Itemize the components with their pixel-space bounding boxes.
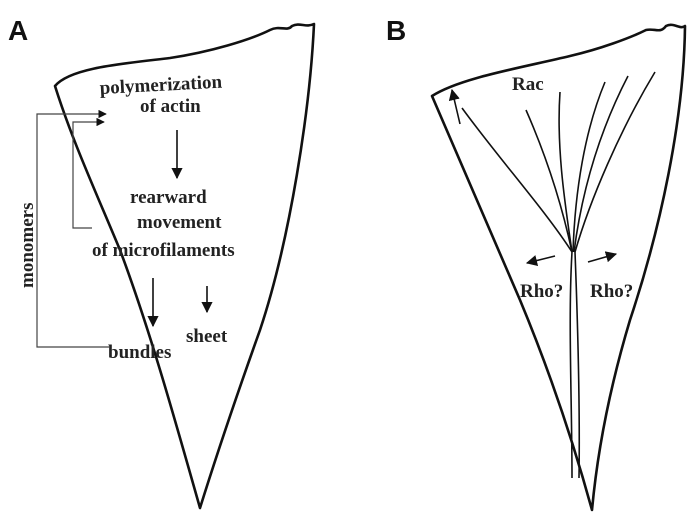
cell-outline-b <box>432 25 685 510</box>
filament-6 <box>575 72 655 252</box>
label-sheet: sheet <box>186 326 228 347</box>
label-rac: Rac <box>512 74 544 95</box>
panel-a: A polymerization of actin rearward movem… <box>8 15 314 508</box>
filament-2 <box>526 110 572 252</box>
label-bundles: bundles <box>108 342 171 363</box>
label-rearward: rearward <box>130 187 207 208</box>
filament-stem-1 <box>570 252 572 478</box>
arrow-rho-right <box>588 254 616 262</box>
arrow-rho-left <box>527 256 555 263</box>
panel-b: B Rac Rho? Rho? <box>386 15 685 510</box>
label-rho-right: Rho? <box>590 281 633 302</box>
panel-a-label: A <box>8 15 28 46</box>
label-of-microfilaments: of microfilaments <box>92 240 235 261</box>
filament-1 <box>462 108 572 252</box>
label-movement: movement <box>137 212 222 233</box>
label-rho-left: Rho? <box>520 281 563 302</box>
filament-stem-2 <box>575 252 579 478</box>
label-of-actin: of actin <box>140 96 201 117</box>
panel-b-label: B <box>386 15 406 46</box>
label-monomers: monomers <box>17 203 38 288</box>
arrow-rac-extension <box>452 90 460 124</box>
filament-3 <box>559 92 572 252</box>
label-polymerization: polymerization <box>99 72 223 99</box>
